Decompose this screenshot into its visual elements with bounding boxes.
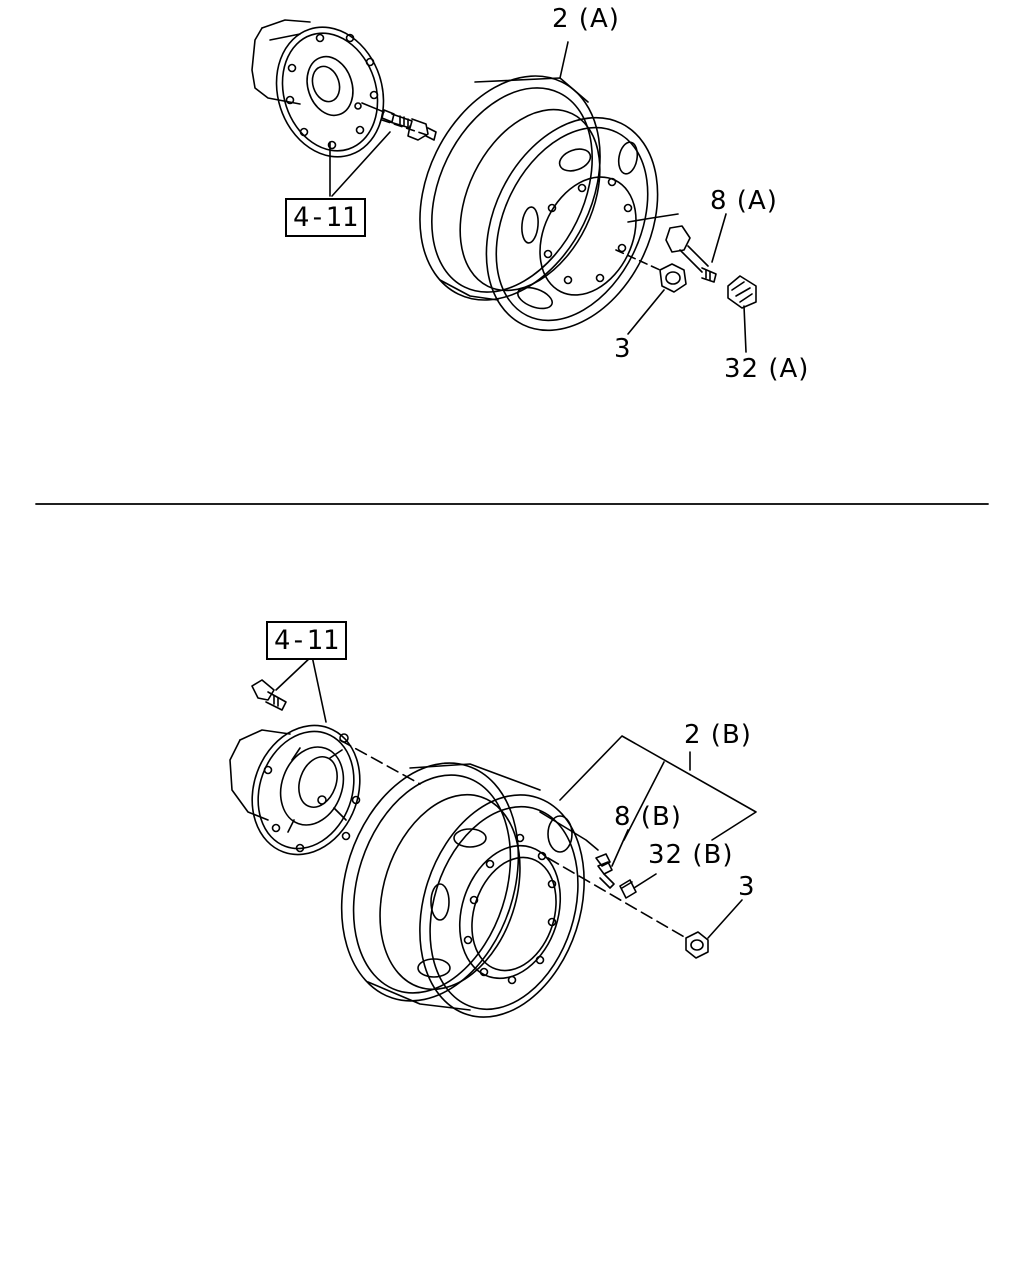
top-wheel [385, 46, 692, 359]
bottom-ref-leader-hub [312, 656, 326, 722]
bottom-valve-leader [612, 830, 628, 866]
top-nut-leader [628, 290, 664, 334]
top-stud-bolt [362, 103, 436, 140]
bottom-assembly [230, 656, 756, 1039]
top-valve-callout: 8 (A) [710, 186, 778, 216]
bottom-stud-bolt [252, 680, 286, 710]
top-wheel-leader [560, 42, 568, 78]
top-hub [252, 13, 400, 171]
top-nut [616, 250, 686, 292]
bottom-cap-callout: 32 (B) [648, 840, 734, 870]
top-ref-box[interactable]: 4-11 [285, 198, 367, 237]
top-cap-leader [744, 306, 746, 352]
bottom-nut [548, 858, 708, 958]
bottom-wheel [312, 740, 611, 1039]
bottom-valve-callout: 8 (B) [614, 802, 682, 832]
bottom-wheel-bracket [560, 736, 756, 840]
top-nut-callout: 3 [614, 334, 632, 364]
top-valve-leader [712, 214, 726, 262]
top-centerline [382, 120, 430, 136]
bottom-valve-bracket-leader [624, 762, 664, 840]
top-valve-cap [728, 276, 756, 308]
bottom-ref-box[interactable]: 4-11 [266, 621, 348, 660]
top-assembly [252, 13, 756, 359]
top-wheel-callout: 2 (A) [552, 4, 620, 34]
bottom-nut-leader [708, 900, 742, 938]
top-ref-leader-bolt [332, 132, 390, 196]
bottom-wheel-callout: 2 (B) [684, 720, 752, 750]
bottom-nut-callout: 3 [738, 872, 756, 902]
bottom-hub [230, 710, 377, 870]
top-cap-callout: 32 (A) [724, 354, 810, 384]
bottom-valve-cap [620, 880, 636, 898]
bottom-cap-leader [634, 874, 656, 888]
top-valve [628, 214, 716, 282]
bottom-ref-leader-bolt [276, 656, 312, 690]
bottom-valve [540, 812, 614, 888]
